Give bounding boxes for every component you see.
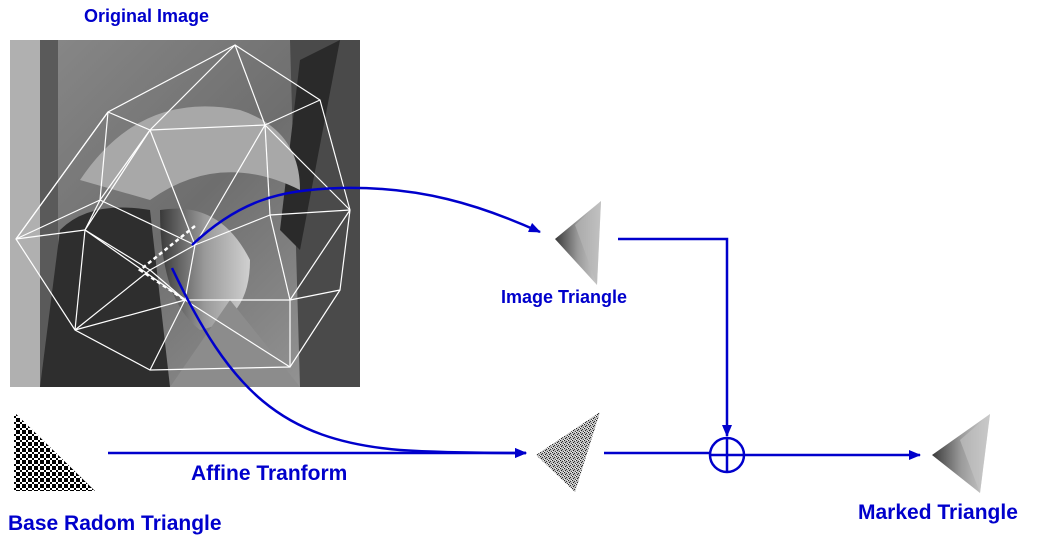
triangle-mesh [15, 44, 351, 371]
extract-arrow [191, 186, 541, 246]
selected-triangle [137, 225, 196, 302]
circled-plus-icon [708, 436, 746, 474]
base-random-triangle [14, 412, 95, 491]
image-to-combine-arrow [618, 237, 732, 437]
warped-random-triangle [536, 412, 600, 492]
image-triangle-label: Image Triangle [501, 287, 628, 307]
marked-triangle-label: Marked Triangle [858, 501, 1018, 524]
marked-triangle [932, 414, 990, 493]
base-random-triangle-label: Base Radom Triangle [8, 512, 222, 535]
original-image-label: Original Image [84, 6, 210, 26]
image-triangle [555, 201, 601, 285]
affine-transform-label: Affine Tranform [191, 462, 348, 485]
